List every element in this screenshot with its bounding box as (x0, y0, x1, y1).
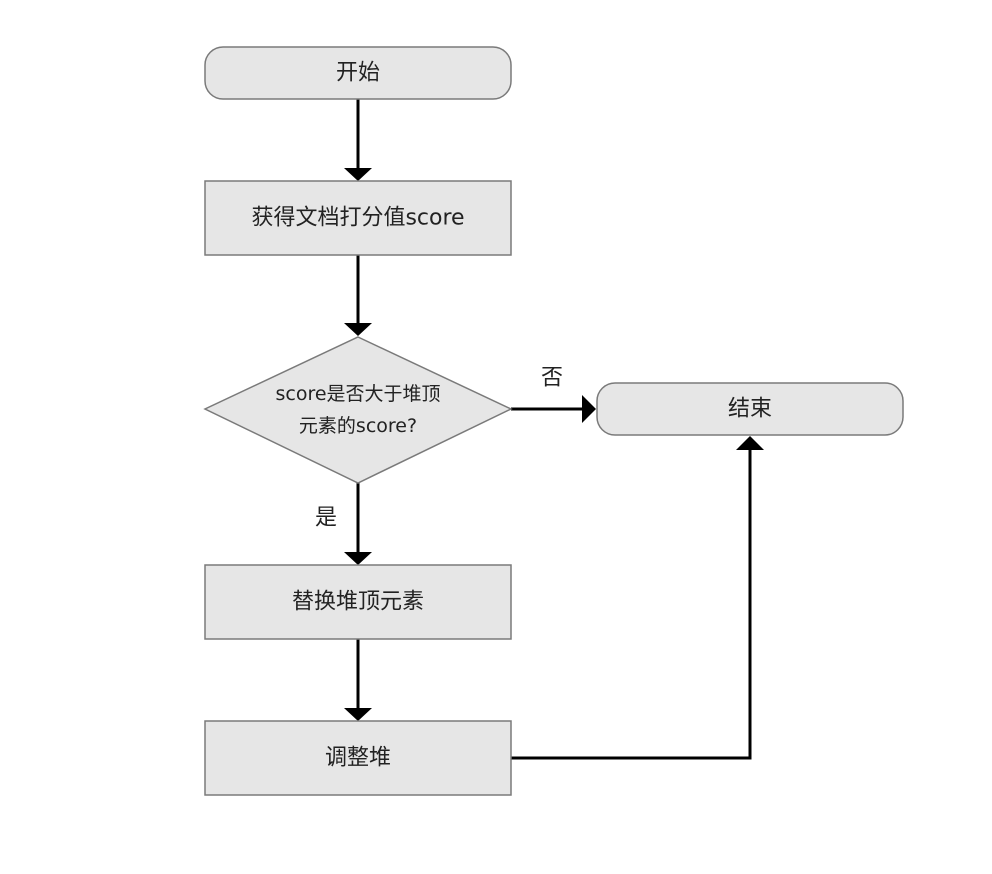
adjust-shape (204, 720, 512, 796)
decision-label-line1: score是否大于堆顶 (275, 383, 440, 405)
arrowhead-to-end-from-decision (582, 395, 596, 423)
node-start: 开始 (204, 46, 512, 100)
arrowhead-to-end-from-adjust (736, 436, 764, 450)
end-label: 结束 (728, 397, 772, 422)
arrowheads (344, 168, 764, 721)
node-get-score: 获得文档打分值score (204, 180, 512, 256)
node-decision: score是否大于堆顶 元素的score? (203, 336, 513, 484)
node-replace: 替换堆顶元素 (204, 564, 512, 640)
edge-label-yes: 是 (315, 506, 337, 531)
start-shape (204, 46, 512, 100)
adjust-label: 调整堆 (325, 746, 391, 771)
edge-label-no: 否 (541, 366, 563, 391)
edges (356, 99, 752, 760)
arrowhead-to-replace (344, 552, 372, 565)
end-shape (596, 382, 904, 436)
start-label: 开始 (336, 61, 380, 86)
decision-shape (203, 336, 513, 484)
replace-shape (204, 564, 512, 640)
arrowhead-to-adjust (344, 708, 372, 721)
decision-label-line2: 元素的score? (299, 415, 417, 437)
node-end: 结束 (596, 382, 904, 436)
get-score-label: 获得文档打分值score (251, 206, 464, 231)
edge-adjust-to-end (511, 450, 752, 760)
arrowhead-to-decision (344, 323, 372, 336)
get-score-shape (204, 180, 512, 256)
node-adjust: 调整堆 (204, 720, 512, 796)
arrowhead-to-get-score (344, 168, 372, 181)
replace-label: 替换堆顶元素 (292, 590, 424, 615)
